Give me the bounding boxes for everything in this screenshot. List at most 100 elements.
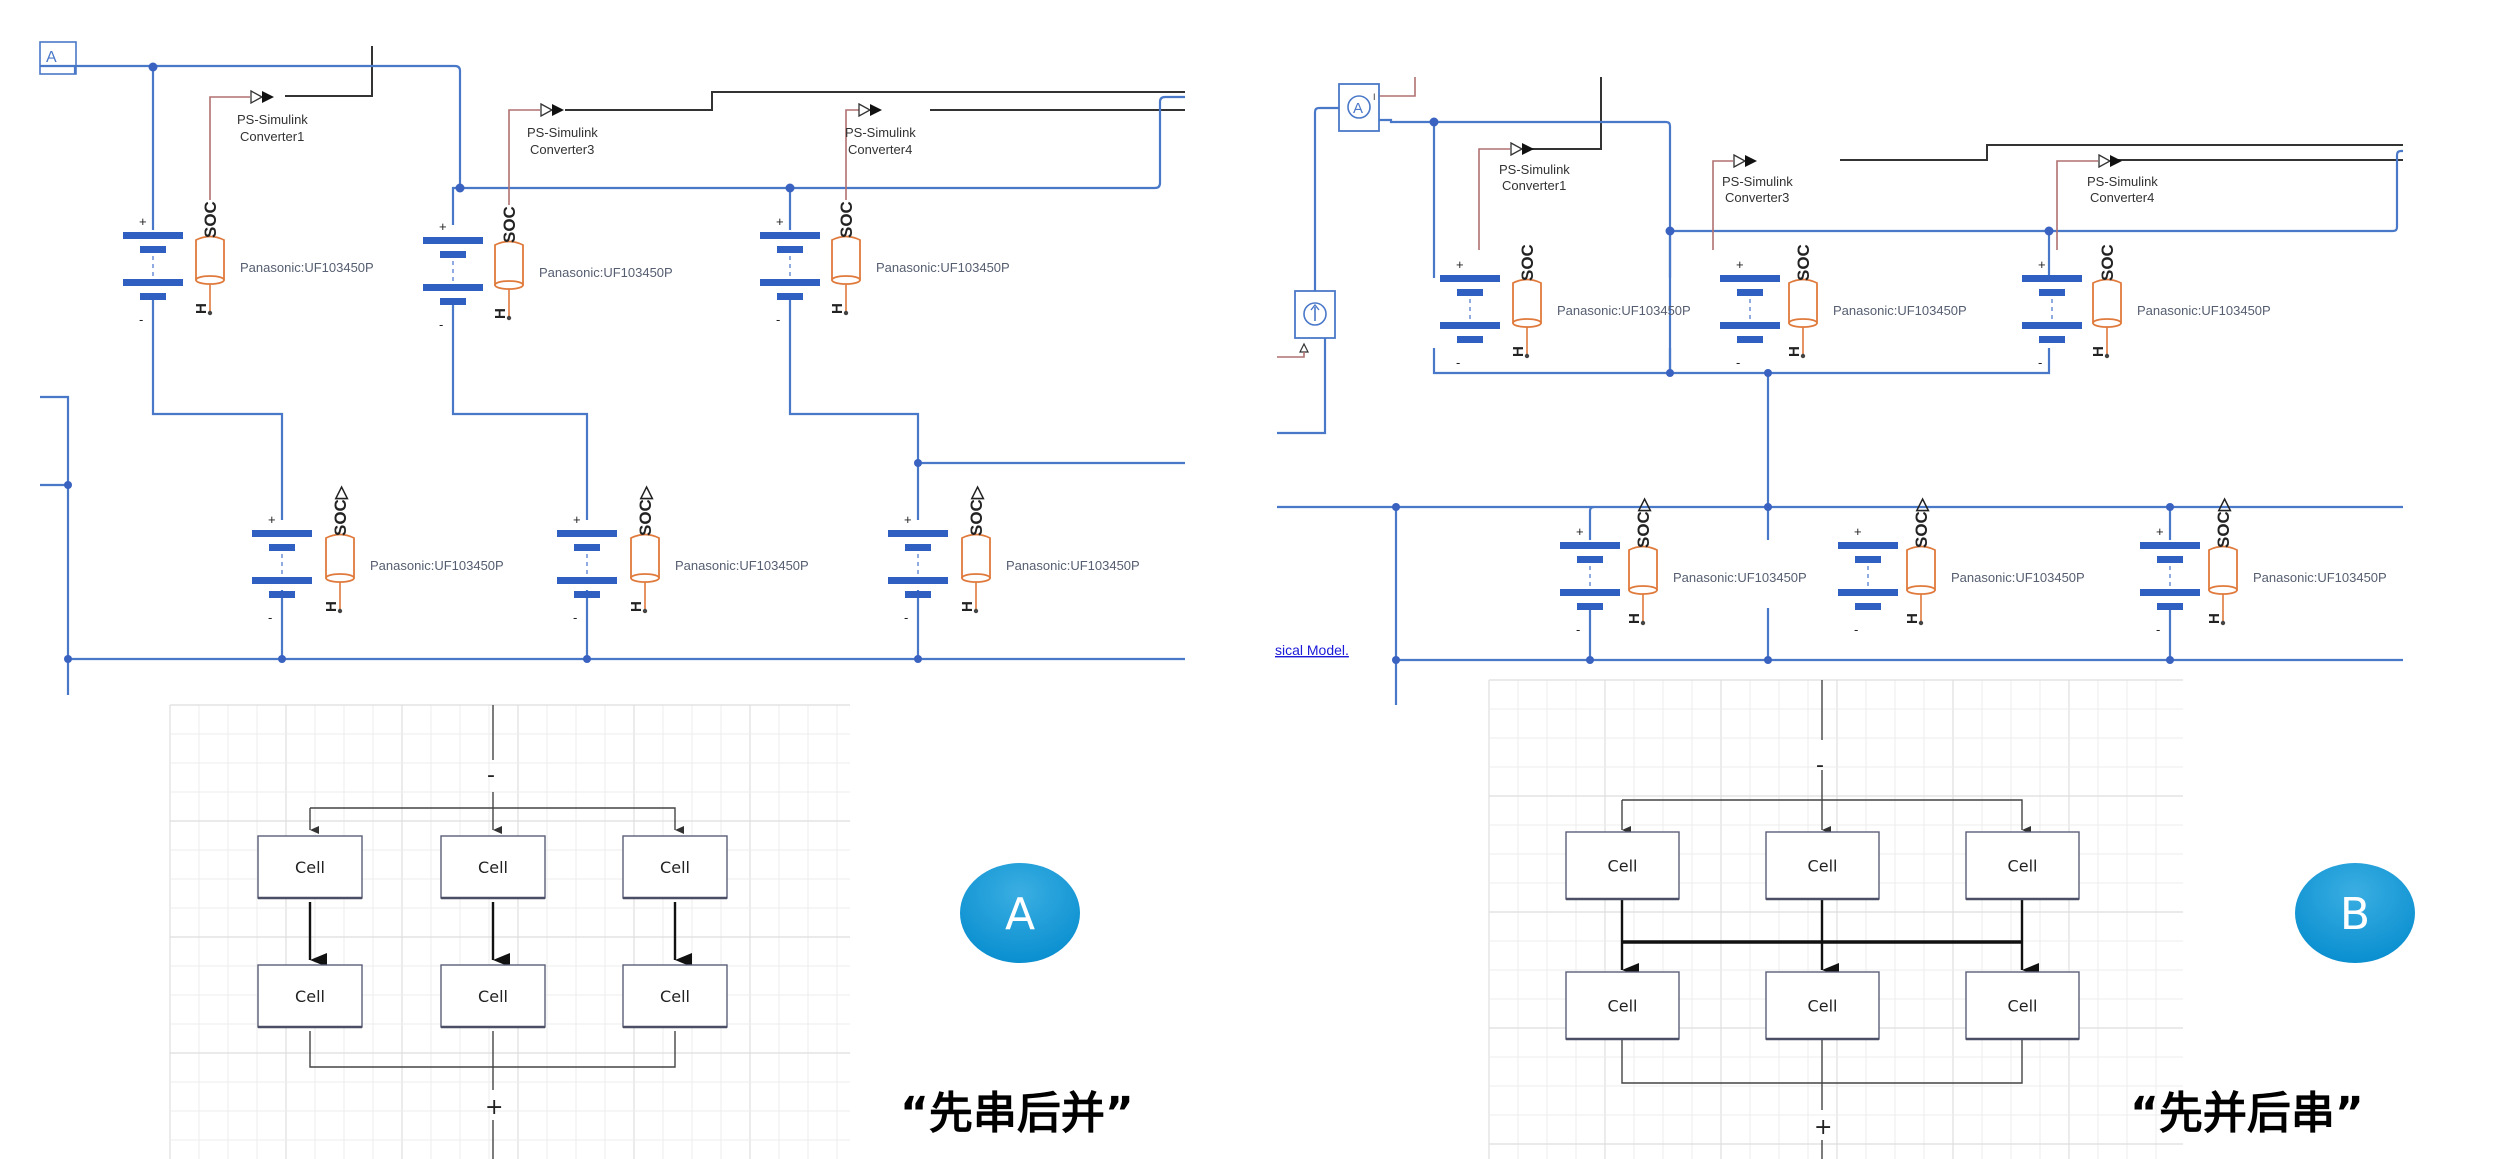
positive-terminal-label: +: [1736, 257, 1744, 272]
svg-text:Converter3: Converter3: [1725, 190, 1789, 205]
soc-port-label: SOC: [1518, 244, 1537, 281]
panel-b-battery-cells: +-SOCHPanasonic:UF103450P+-SOCHPanasonic…: [1439, 244, 2387, 637]
battery-icon: [2139, 541, 2201, 611]
ps-simulink-converter[interactable]: PS-Simulink Converter4: [2056, 153, 2158, 250]
ps-simulink-converter[interactable]: PS-Simulink Converter4: [845, 102, 916, 200]
signal-line[interactable]: [1840, 144, 2403, 161]
ps-simulink-converter[interactable]: PS-Simulink Converter3: [1712, 153, 1793, 250]
thermal-mass-icon: [2208, 545, 2238, 626]
ps-simulink-converter[interactable]: PS-Simulink Converter1: [1478, 141, 1570, 250]
negative-terminal-label: -: [439, 317, 443, 332]
signal-line[interactable]: [565, 91, 1185, 111]
soc-port-label: SOC▷: [1634, 497, 1653, 548]
thermal-mass-icon: [2092, 278, 2122, 359]
svg-text:PS-Simulink: PS-Simulink: [845, 125, 916, 140]
thermal-mass-icon: [630, 533, 660, 614]
cell-part-number: Panasonic:UF103450P: [240, 260, 374, 275]
negative-terminal-label: -: [904, 610, 908, 625]
panel-a-simulink: A: [39, 41, 1185, 695]
battery-icon: [759, 231, 821, 301]
svg-text:A: A: [1353, 100, 1363, 117]
panel-a-battery-cells: +-SOCHPanasonic:UF103450P+-SOCHPanasonic…: [122, 201, 1140, 625]
cell-box[interactable]: Cell: [440, 964, 546, 1029]
grid-background: [169, 704, 850, 1159]
ammeter-block-partial[interactable]: [39, 41, 77, 75]
thermal-mass-icon: [494, 240, 524, 321]
minus-terminal: -: [1816, 753, 1824, 778]
positive-terminal-label: +: [268, 512, 276, 527]
thermal-mass-icon: [325, 533, 355, 614]
positive-terminal-label: +: [2156, 524, 2164, 539]
mid-bus-wire[interactable]: [1670, 149, 2403, 233]
svg-text:A: A: [1005, 889, 1035, 940]
ammeter-block[interactable]: A I: [1338, 83, 1380, 132]
panel-b-simulink: A I: [1275, 77, 2403, 705]
h-port-label: H: [2090, 346, 2107, 357]
documentation-link[interactable]: sical Model.: [1275, 642, 1349, 658]
ps-simulink-converter[interactable]: PS-Simulink Converter1: [209, 89, 308, 200]
cell-label: Cell: [1608, 857, 1638, 876]
current-source-block[interactable]: [1277, 290, 1336, 358]
cell-box[interactable]: Cell: [1765, 831, 1880, 901]
soc-port-label: SOC▷: [636, 485, 655, 536]
cell-part-number: Panasonic:UF103450P: [675, 558, 809, 573]
soc-port-label: SOC▷: [967, 485, 986, 536]
soc-port-label: SOC: [2098, 244, 2117, 281]
cell-label: Cell: [478, 987, 508, 1006]
thermal-mass-icon: [961, 533, 991, 614]
cell-box[interactable]: Cell: [257, 835, 363, 900]
positive-terminal-label: +: [439, 219, 447, 234]
cell-box[interactable]: Cell: [1565, 971, 1680, 1041]
cell-label: Cell: [295, 858, 325, 877]
battery-icon: [1559, 541, 1621, 611]
top-bus-wire[interactable]: [1379, 118, 1672, 372]
cell-box[interactable]: Cell: [622, 964, 728, 1029]
source-wire[interactable]: [1313, 106, 1339, 291]
cell-box[interactable]: Cell: [257, 964, 363, 1029]
thermal-mass-icon: [1906, 545, 1936, 626]
battery-icon: [887, 529, 949, 599]
h-port-label: H: [492, 308, 509, 319]
ps-simulink-converter[interactable]: PS-Simulink Converter3: [508, 102, 598, 205]
signal-line[interactable]: [285, 46, 373, 97]
h-port-label: H: [2206, 613, 2223, 624]
cell-part-number: Panasonic:UF103450P: [1673, 570, 1807, 585]
svg-text:I: I: [1373, 92, 1376, 102]
positive-terminal-label: +: [776, 214, 784, 229]
h-port-label: H: [959, 601, 976, 612]
soc-port-label: SOC: [500, 206, 519, 243]
cell-box[interactable]: Cell: [622, 835, 728, 900]
cell-box[interactable]: Cell: [1765, 971, 1880, 1041]
battery-icon: [251, 529, 313, 599]
negative-terminal-label: -: [573, 610, 577, 625]
plus-terminal: +: [1814, 1115, 1832, 1140]
cell-label: Cell: [660, 987, 690, 1006]
soc-port-label: SOC▷: [331, 485, 350, 536]
svg-text:PS-Simulink: PS-Simulink: [1722, 174, 1793, 189]
cell-box[interactable]: Cell: [1965, 831, 2080, 901]
negative-terminal-label: -: [1576, 622, 1580, 637]
cell-box[interactable]: Cell: [1965, 971, 2080, 1041]
negative-terminal-label: -: [776, 312, 780, 327]
mid-bus-wire[interactable]: [456, 95, 1185, 190]
top-bus-wire[interactable]: [40, 64, 462, 188]
cell-box[interactable]: Cell: [1565, 831, 1680, 901]
h-port-label: H: [323, 601, 340, 612]
signal-line[interactable]: [1525, 77, 1602, 150]
cell-part-number: Panasonic:UF103450P: [1006, 558, 1140, 573]
cell-box[interactable]: Cell: [440, 835, 546, 900]
